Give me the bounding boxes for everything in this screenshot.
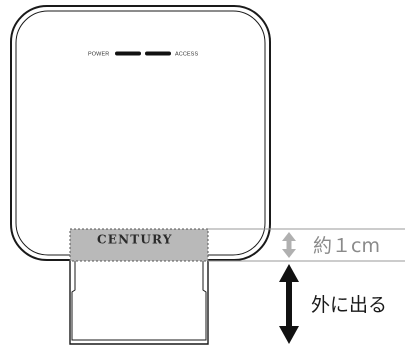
- access-led: [145, 51, 171, 56]
- gray-double-arrow-icon: [282, 232, 296, 258]
- power-label: POWER: [88, 52, 109, 58]
- shaded-protrusion-area: [69, 228, 209, 262]
- memory-card: CENTURY: [69, 228, 209, 345]
- protrusion-length-label: 約１cm: [313, 235, 380, 257]
- black-double-arrow-icon: [279, 264, 299, 344]
- device-body: [10, 5, 271, 261]
- led-indicator-group: POWER ACCESS: [88, 51, 198, 58]
- brand-logo-text: CENTURY: [97, 233, 173, 247]
- access-label: ACCESS: [175, 52, 198, 58]
- dimension-guide-lines: [208, 228, 405, 262]
- power-led: [115, 51, 141, 56]
- sticks-out-label: 外に出る: [311, 294, 387, 316]
